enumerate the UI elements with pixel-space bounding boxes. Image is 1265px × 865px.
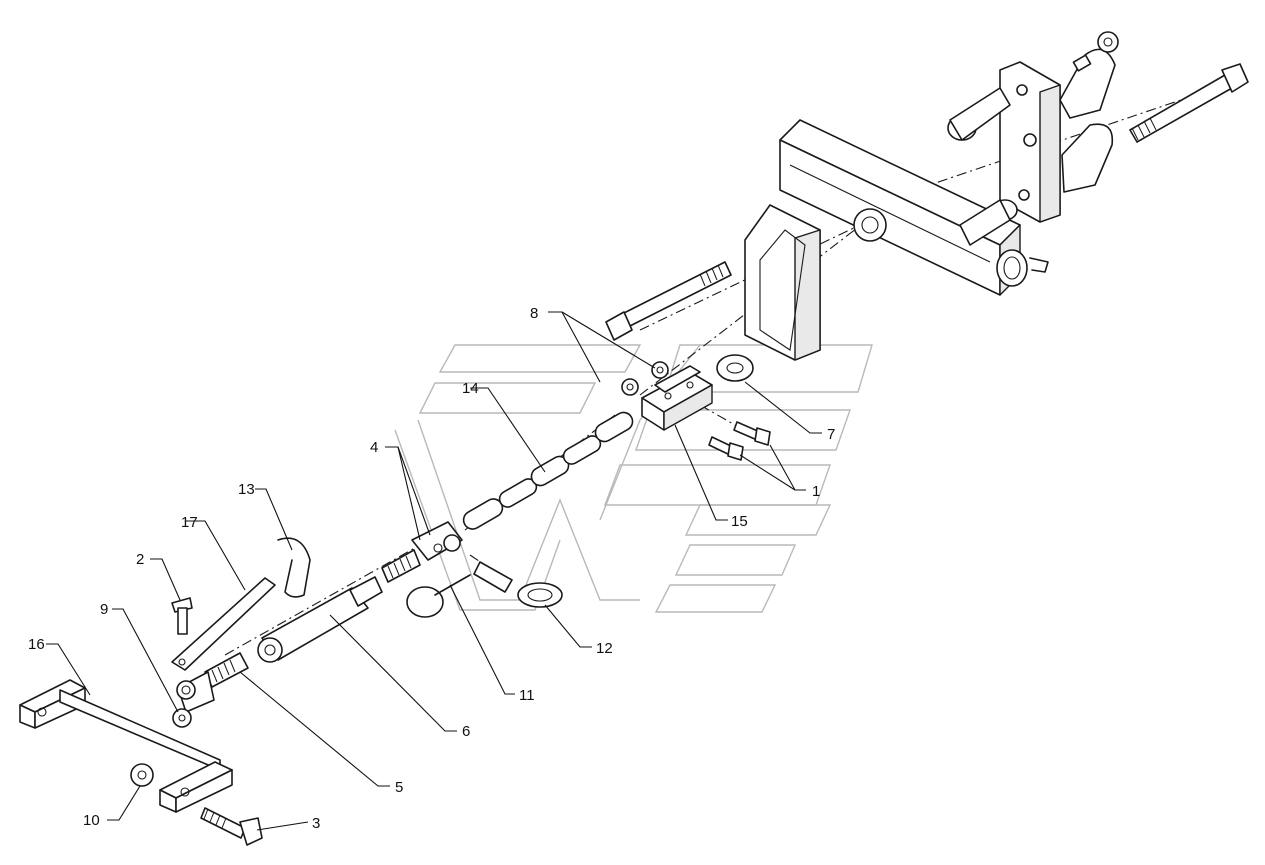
callout-15: 15	[731, 513, 748, 530]
clevis-bracket	[947, 31, 1119, 246]
callout-10: 10	[83, 812, 100, 829]
tow-bar-16	[19, 679, 233, 813]
turnbuckle-parts	[176, 521, 463, 713]
callout-12: 12	[596, 640, 613, 657]
long-bolt-lower	[605, 261, 732, 341]
callout-4: 4	[370, 439, 378, 456]
strap-and-bolt	[171, 577, 276, 671]
callout-8: 8	[530, 305, 538, 322]
callout-5: 5	[395, 779, 403, 796]
callout-9: 9	[100, 601, 108, 618]
callout-3: 3	[312, 815, 320, 832]
callout-11: 11	[519, 687, 535, 704]
callout-16: 16	[28, 636, 45, 653]
front-plate	[744, 204, 887, 361]
callout-2: 2	[136, 551, 144, 568]
drawbar-beam	[779, 119, 1049, 296]
pins	[406, 561, 563, 618]
callout-1: 1	[812, 483, 820, 500]
nut-9	[172, 708, 192, 728]
callout-17: 17	[181, 514, 198, 531]
leader-lines	[46, 311, 822, 831]
callout-6: 6	[462, 723, 470, 740]
callout-13: 13	[238, 481, 255, 498]
callout-7: 7	[827, 426, 835, 443]
safety-chain	[462, 411, 634, 530]
bolt-3	[200, 807, 263, 846]
spring-clip	[277, 537, 311, 598]
callout-labels: 1 2 3 4 5 6 7 8 9 10 11 12 13 14 15 16 1…	[28, 305, 835, 832]
callout-14: 14	[462, 380, 479, 397]
chain-bracket-parts	[621, 354, 771, 461]
long-bolt-upper	[1129, 63, 1249, 143]
